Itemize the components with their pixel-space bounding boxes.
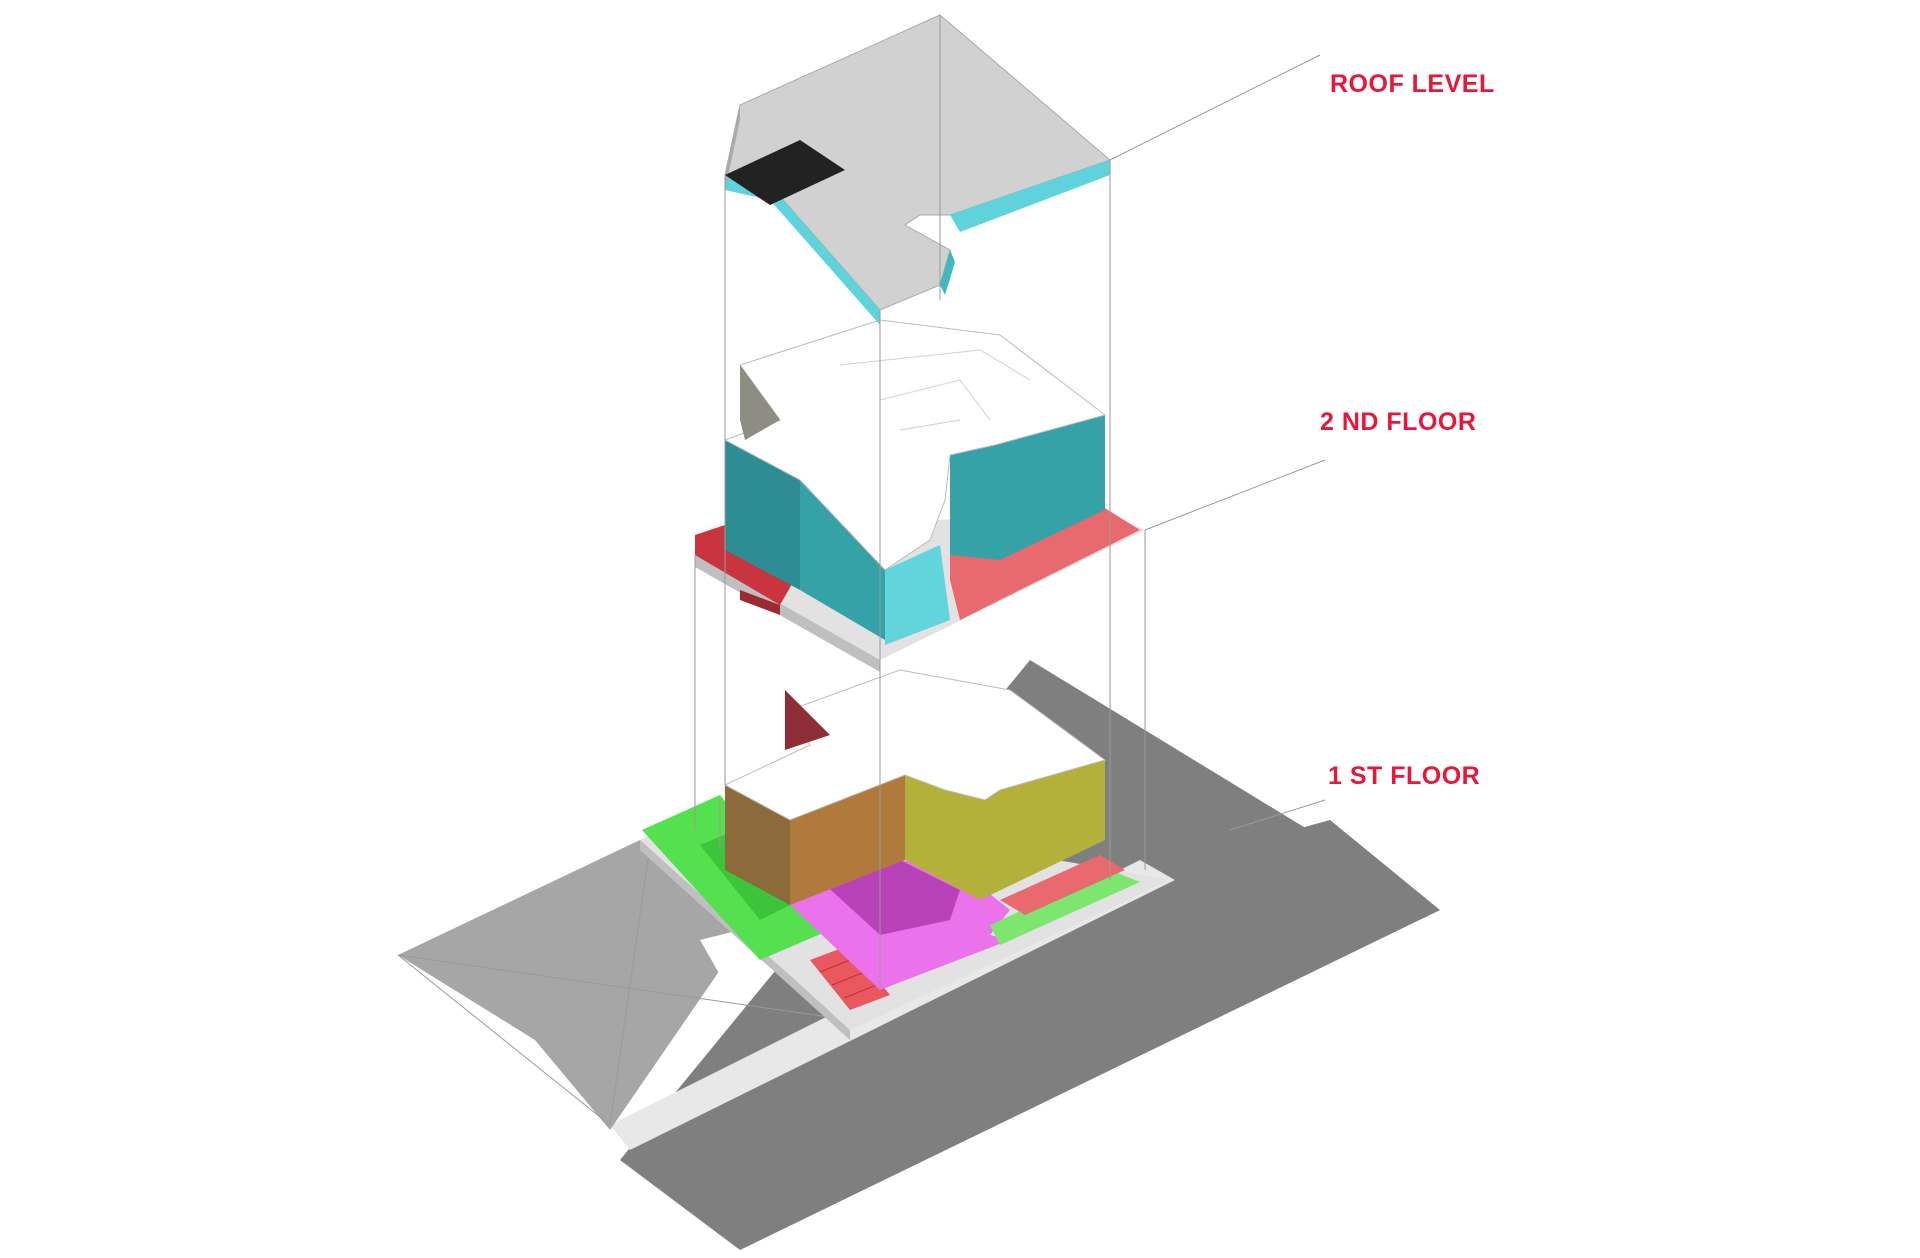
wall-grey [740, 365, 780, 440]
second-floor-grid [839, 349, 1031, 431]
balcony-red [695, 520, 800, 605]
street-dark [1130, 780, 1440, 1040]
glass-brown-front [725, 785, 790, 905]
terrace-green-right [990, 870, 1140, 945]
leader-lines [1109, 54, 1326, 831]
second-floor-slab-edge [695, 555, 880, 672]
first-floor [640, 669, 1170, 1040]
glass-teal-front-left [725, 440, 800, 590]
second-floor [695, 319, 1145, 672]
pad-red-right [1000, 855, 1125, 915]
projection-lines [694, 15, 1146, 990]
leader-roof [1109, 54, 1321, 161]
glass-light-corner [885, 545, 950, 645]
glass-brown-side [790, 775, 905, 905]
ground-shadow [398, 840, 740, 1130]
label-second-floor: 2 ND FLOOR [1320, 408, 1477, 436]
glass-teal-right [950, 415, 1105, 560]
roof-level [724, 14, 1111, 325]
roof-edge-corner [940, 250, 955, 295]
roof-edge-left [725, 105, 740, 190]
wall-maroon [785, 690, 830, 750]
leader-second [1144, 459, 1326, 531]
label-first-floor: 1 ST FLOOR [1328, 762, 1481, 790]
road-dark [620, 660, 1440, 1250]
balcony-red-edge [740, 590, 780, 615]
roof-edge-right [950, 160, 1110, 232]
leader-first [1229, 799, 1326, 831]
glass-olive [905, 760, 1105, 900]
roof-edge-front [725, 175, 880, 325]
label-roof-level: ROOF LEVEL [1330, 70, 1495, 98]
roof-hatch [725, 140, 845, 205]
